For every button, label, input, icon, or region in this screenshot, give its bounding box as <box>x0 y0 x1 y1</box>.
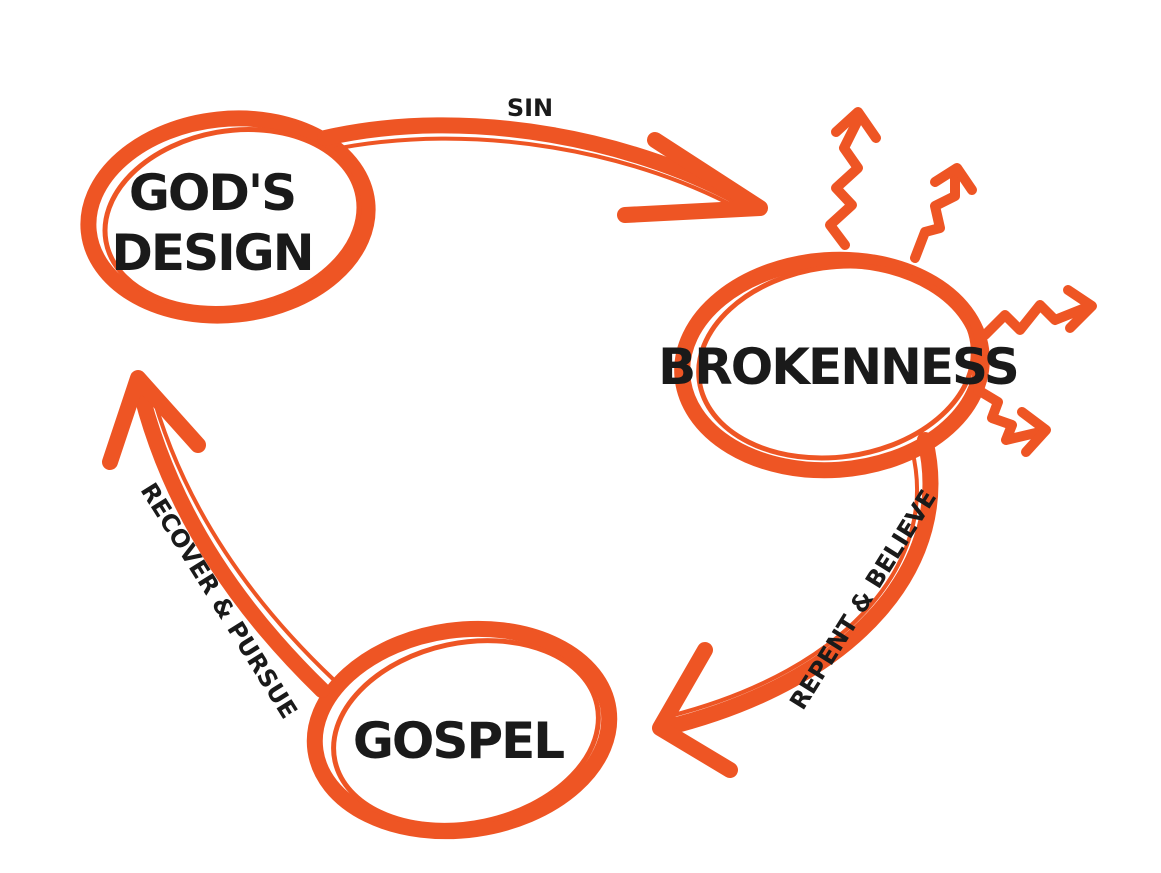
gospel-label: GOSPEL <box>353 712 564 770</box>
brokenness-rays <box>825 107 1097 457</box>
ray-arrow-3-head <box>1063 285 1097 333</box>
brokenness-ring-outer <box>674 251 990 479</box>
brokenness-ring-inner <box>696 263 976 461</box>
repent-arrow-head <box>652 642 738 778</box>
repent-arrow-shaft <box>657 432 939 736</box>
brokenness-label: BROKENNESS <box>658 338 1018 396</box>
sin-arrow-shaft-echo <box>328 136 750 216</box>
gods-design-label-line1: GOD'S <box>129 164 295 222</box>
gospel-ring-outer <box>306 620 618 840</box>
repent-arrow-shaft-echo <box>668 448 919 718</box>
ray-arrow-2 <box>910 167 960 263</box>
ray-arrow-4-head <box>1017 407 1051 457</box>
node-gospel: GOSPEL <box>306 620 618 840</box>
edge-recover-pursue: RECOVER & PURSUE <box>102 370 336 724</box>
edge-sin: SIN <box>317 94 768 223</box>
ray-arrow-2-head <box>930 163 977 195</box>
edge-repent-believe: REPENT & BELIEVE <box>652 432 942 778</box>
recover-pursue-label: RECOVER & PURSUE <box>135 478 303 724</box>
ray-arrow-3 <box>980 300 1090 340</box>
sin-arrow-head <box>617 132 768 223</box>
ray-arrow-4 <box>973 385 1045 445</box>
recover-arrow-shaft-echo <box>148 383 336 682</box>
recover-arrow-shaft <box>130 372 330 698</box>
repent-believe-label: REPENT & BELIEVE <box>784 485 942 715</box>
gospel-ring-inner <box>331 638 601 828</box>
node-gods-design: GOD'S DESIGN <box>80 110 376 324</box>
node-brokenness: BROKENNESS <box>658 251 1020 479</box>
ray-arrow-1-head <box>831 107 881 143</box>
ray-arrow-1 <box>825 115 863 250</box>
recover-arrow-head <box>102 370 206 470</box>
gods-design-ring-outer <box>80 110 376 324</box>
sin-label: SIN <box>507 94 553 122</box>
gods-design-ring-inner <box>102 127 362 311</box>
gods-design-label-line2: DESIGN <box>111 224 312 282</box>
